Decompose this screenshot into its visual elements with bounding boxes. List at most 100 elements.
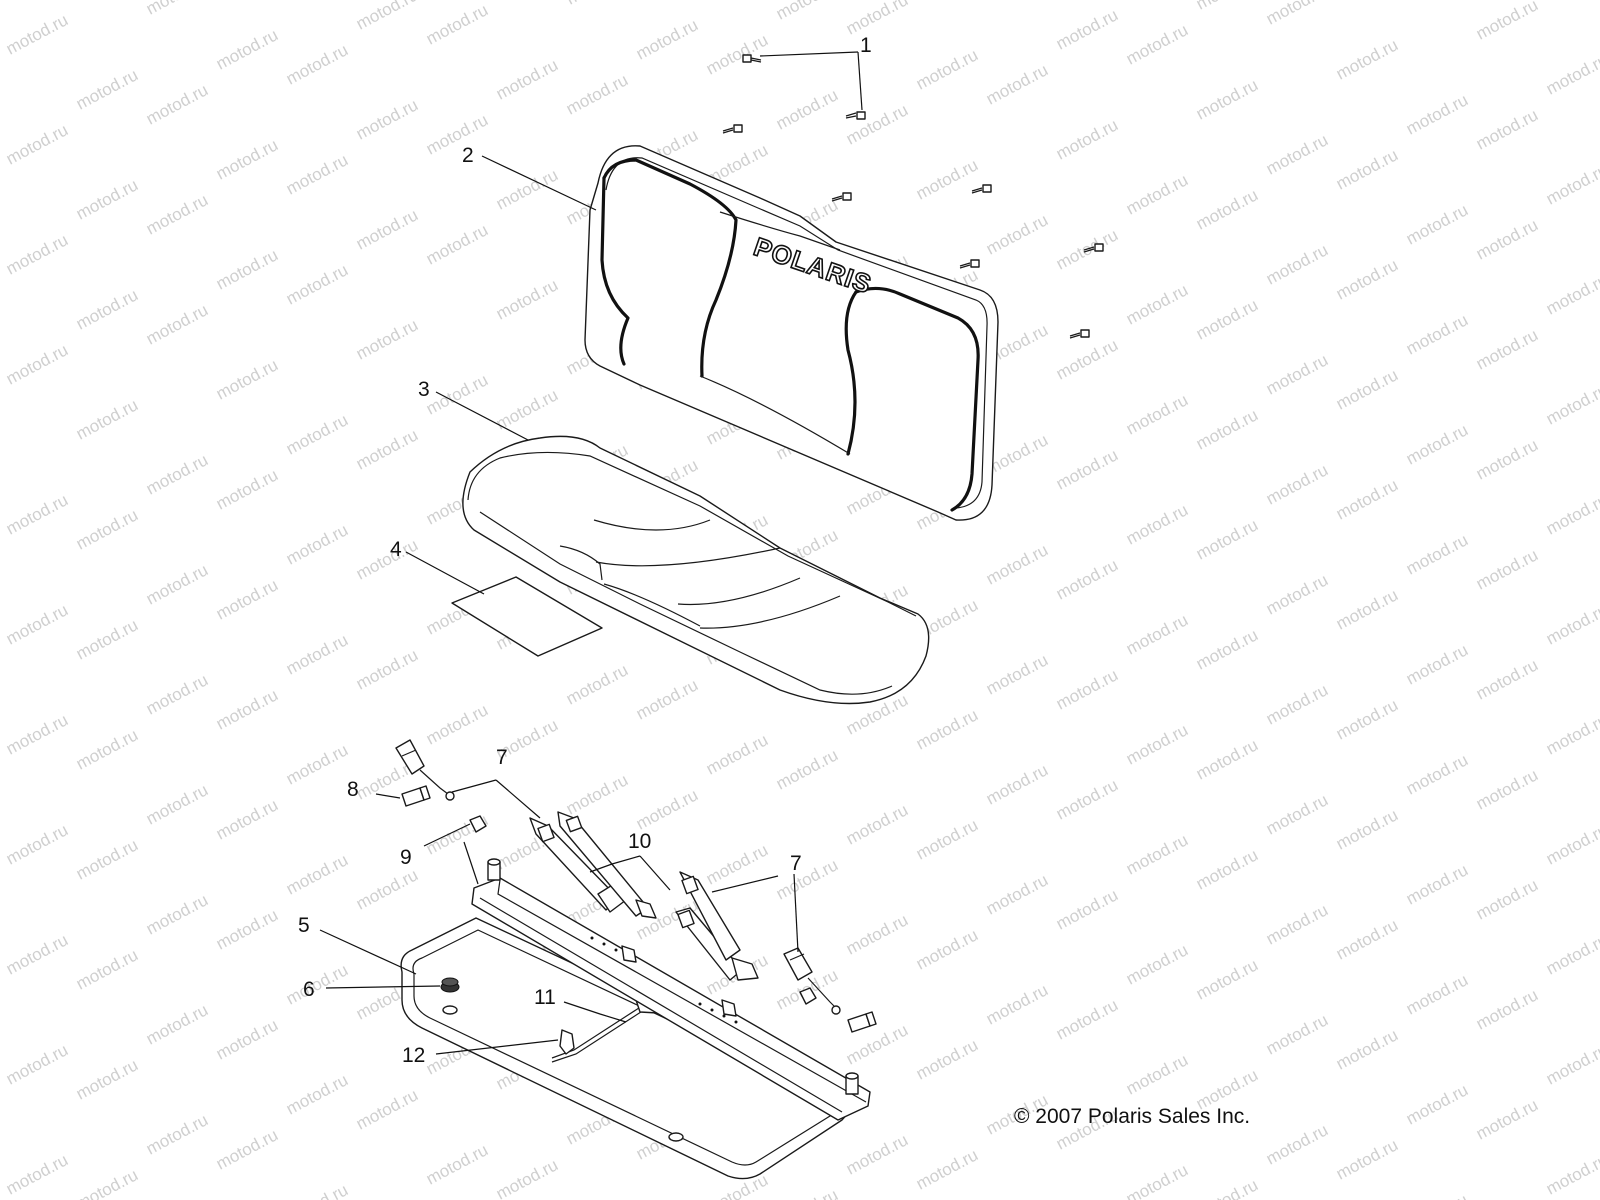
beam-post-right <box>845 1072 859 1095</box>
watermark-text: motod.ru <box>913 815 981 863</box>
watermark-text: motod.ru <box>1263 130 1331 178</box>
watermark-text: motod.ru <box>1263 900 1331 948</box>
watermark-text: motod.ru <box>843 1130 911 1178</box>
watermark-text: motod.ru <box>0 1095 1 1143</box>
watermark-text: motod.ru <box>493 385 561 433</box>
watermark-text: motod.ru <box>1543 50 1600 98</box>
watermark-text: motod.ru <box>1123 830 1191 878</box>
watermark-text: motod.ru <box>283 1180 351 1200</box>
watermark-text: motod.ru <box>73 175 141 223</box>
watermark-text: motod.ru <box>283 150 351 198</box>
watermark-text: motod.ru <box>703 30 771 78</box>
callout-10: 10 <box>628 830 651 853</box>
watermark-text: motod.ru <box>3 120 71 168</box>
watermark-text: motod.ru <box>1333 585 1401 633</box>
watermark-text: motod.ru <box>983 980 1051 1028</box>
watermark-text: motod.ru <box>1123 1050 1191 1098</box>
watermark-text: motod.ru <box>1193 955 1261 1003</box>
callout-9: 9 <box>400 846 412 869</box>
watermark-text: motod.ru <box>1333 695 1401 743</box>
watermark-text: motod.ru <box>1473 1095 1541 1143</box>
watermark-text: motod.ru <box>913 705 981 753</box>
watermark-text: motod.ru <box>3 600 71 648</box>
screw <box>1083 243 1104 253</box>
watermark-text: motod.ru <box>1473 435 1541 483</box>
watermark-text: motod.ru <box>1403 420 1471 468</box>
watermark-text: motod.ru <box>423 110 491 158</box>
watermark-text: motod.ru <box>1123 20 1191 68</box>
watermark-text: motod.ru <box>843 910 911 958</box>
watermark-text: motod.ru <box>1193 0 1261 14</box>
watermark-text: motod.ru <box>353 535 421 583</box>
screw <box>959 259 980 269</box>
watermark-text: motod.ru <box>73 725 141 773</box>
watermark-text: motod.ru <box>983 760 1051 808</box>
watermark-text: motod.ru <box>773 1185 841 1200</box>
watermark-text: motod.ru <box>143 560 211 608</box>
watermark-text: motod.ru <box>1263 0 1331 29</box>
spacer-nut-right <box>799 987 817 1005</box>
watermark-text: motod.ru <box>633 785 701 833</box>
watermark-text: motod.ru <box>3 1150 71 1198</box>
screw <box>971 184 992 194</box>
watermark-text: motod.ru <box>73 505 141 553</box>
watermark-text: motod.ru <box>213 465 281 513</box>
watermark-text: motod.ru <box>3 820 71 868</box>
watermark-text: motod.ru <box>1543 600 1600 648</box>
retractor-belt-right-inner <box>557 811 657 919</box>
watermark-text: motod.ru <box>213 795 281 843</box>
watermark-text: motod.ru <box>0 325 1 373</box>
watermark-text: motod.ru <box>563 770 631 818</box>
watermark-text: motod.ru <box>1193 1175 1261 1200</box>
anchor-bolt-left <box>401 785 431 807</box>
watermark-text: motod.ru <box>0 545 1 593</box>
seat-belt-buckle-left <box>395 739 455 801</box>
watermark-text: motod.ru <box>1473 215 1541 263</box>
watermark-text: motod.ru <box>1263 1010 1331 1058</box>
watermark-text: motod.ru <box>1053 5 1121 53</box>
watermark-text: motod.ru <box>983 540 1051 588</box>
callout-7-left: 7 <box>496 746 508 769</box>
watermark-text: motod.ru <box>1193 515 1261 563</box>
watermark-text: motod.ru <box>913 45 981 93</box>
watermark-text: motod.ru <box>0 215 1 263</box>
watermark-text: motod.ru <box>843 100 911 148</box>
watermark-text: motod.ru <box>493 165 561 213</box>
beam-tab <box>721 999 737 1017</box>
watermark-text: motod.ru <box>1403 750 1471 798</box>
watermark-text: motod.ru <box>213 575 281 623</box>
callout-3: 3 <box>418 378 430 401</box>
screw <box>1069 329 1090 339</box>
watermark-text: motod.ru <box>1123 1160 1191 1200</box>
watermark-text: motod.ru <box>1123 280 1191 328</box>
watermark-text: motod.ru <box>143 450 211 498</box>
watermark-text: motod.ru <box>1403 200 1471 248</box>
callout-5: 5 <box>298 914 310 937</box>
watermark-text: motod.ru <box>1263 790 1331 838</box>
watermark-text: motod.ru <box>143 1110 211 1158</box>
watermark-text: motod.ru <box>1123 720 1191 768</box>
beam-post-left <box>487 858 501 881</box>
watermark-text: motod.ru <box>143 80 211 128</box>
seat-belt-buckle-right <box>783 947 841 1015</box>
watermark-text: motod.ru <box>1333 1025 1401 1073</box>
watermark-text: motod.ru <box>423 0 491 48</box>
watermark-text: motod.ru <box>1193 75 1261 123</box>
callouts: 1 2 3 4 5 6 7 7 8 9 10 11 12 <box>298 34 872 1067</box>
watermark-text: motod.ru <box>1333 1135 1401 1183</box>
watermark-text: motod.ru <box>1403 1190 1471 1200</box>
watermark-text: motod.ru <box>143 890 211 938</box>
watermark-text: motod.ru <box>353 95 421 143</box>
watermark-text: motod.ru <box>213 685 281 733</box>
watermark-text: motod.ru <box>0 435 1 483</box>
watermark-text: motod.ru <box>493 1155 561 1200</box>
watermark-text: motod.ru <box>1543 820 1600 868</box>
watermark-text: motod.ru <box>1123 610 1191 658</box>
watermark-text: motod.ru <box>283 260 351 308</box>
watermark-text: motod.ru <box>843 0 911 39</box>
watermark-text: motod.ru <box>1193 295 1261 343</box>
watermark-text: motod.ru <box>843 800 911 848</box>
watermark-text: motod.ru <box>283 850 351 898</box>
watermark-text: motod.ru <box>1123 390 1191 438</box>
